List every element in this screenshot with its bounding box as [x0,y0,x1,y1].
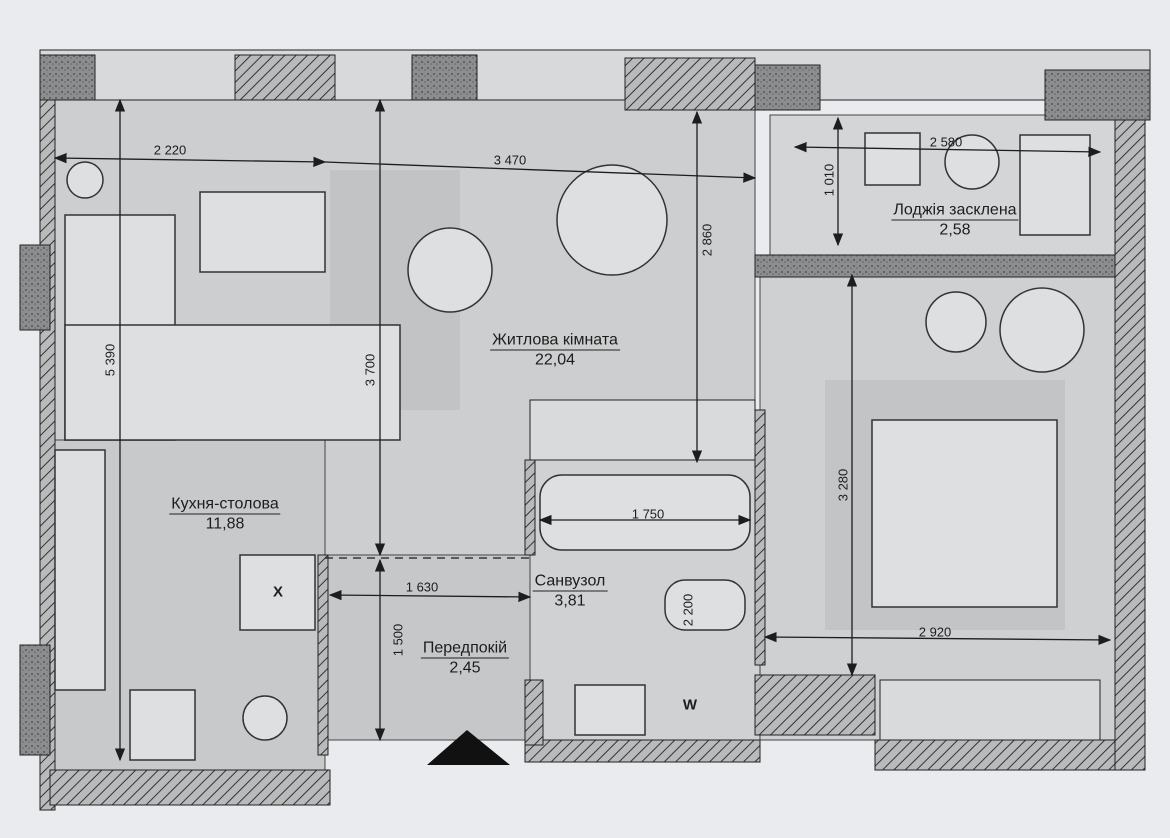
room-loggia: Лоджія засклена 2,58 [891,201,1019,240]
dim-1500: 1 500 [390,623,406,657]
room-hallway: Передпокій 2,45 [420,639,510,678]
entrance-marker [427,730,510,765]
dim-3700: 3 700 [362,353,378,387]
room-area: 22,04 [534,351,576,369]
vent-symbol: X [272,583,284,601]
room-area: 2,58 [939,221,971,239]
room-kitchen: Кухня-столова 11,88 [169,495,281,534]
dim-2200: 2 200 [680,593,696,627]
room-name: Кухня-столова [169,495,281,515]
room-name: Лоджія засклена [891,201,1019,221]
dim-2860: 2 860 [699,223,715,257]
room-name: Санвузол [532,572,608,592]
room-bathroom: Санвузол 3,81 [532,572,608,611]
dim-2220: 2 220 [153,142,187,158]
dimension-lines [53,98,1112,762]
room-living: Житлова кімната 22,04 [490,331,620,370]
dim-1750: 1 750 [631,506,665,522]
dim-3280: 3 280 [835,468,851,502]
room-area: 3,81 [554,592,586,610]
room-name: Передпокій [420,639,510,659]
dim-2580: 2 580 [929,134,963,150]
dim-2920: 2 920 [918,624,952,640]
dim-3470: 3 470 [493,152,527,168]
room-area: 2,45 [449,659,481,677]
dim-5390: 5 390 [102,343,118,377]
room-area: 11,88 [205,515,245,533]
dim-1630: 1 630 [405,579,439,595]
room-name: Житлова кімната [490,331,620,351]
washer-symbol: W [682,696,698,714]
walls [19,49,1151,811]
dim-1010: 1 010 [821,163,837,197]
